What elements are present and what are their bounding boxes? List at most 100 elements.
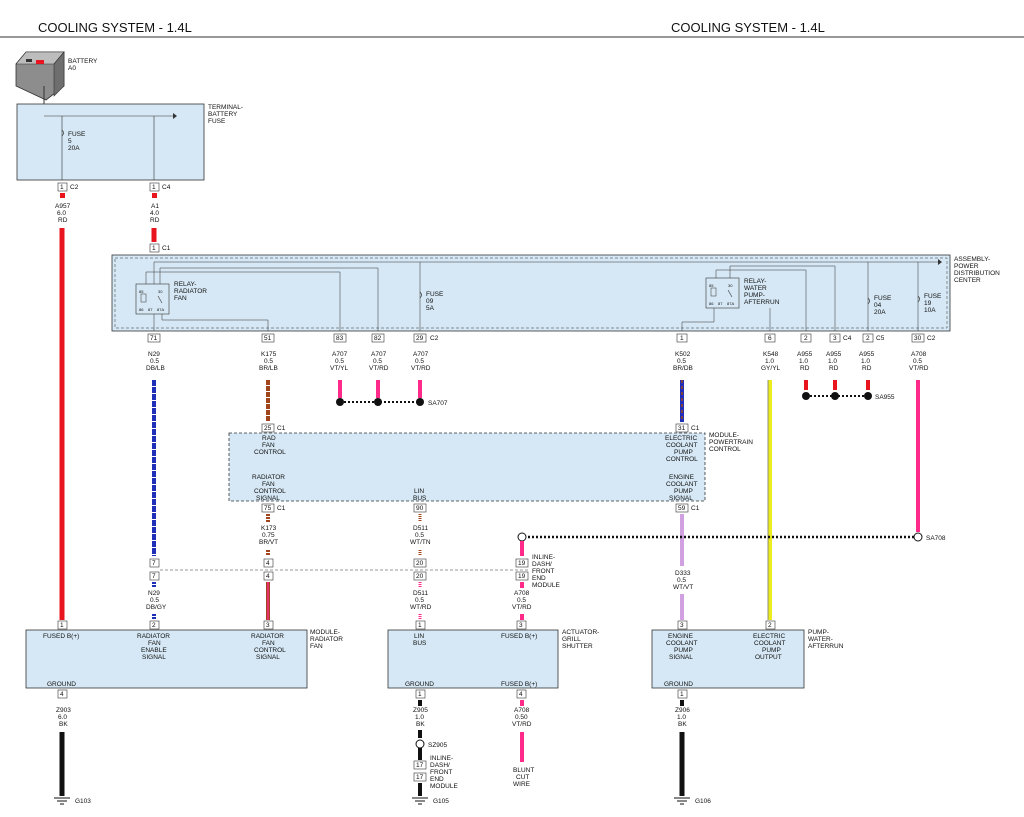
svg-text:83: 83 <box>336 335 344 342</box>
battery-icon <box>15 51 65 104</box>
pin-box <box>261 423 275 433</box>
page-title-right: COOLING SYSTEM - 1.4L <box>671 20 825 35</box>
pdc-box <box>111 254 951 332</box>
svg-text:1: 1 <box>418 622 422 629</box>
svg-text:C5: C5 <box>876 335 885 342</box>
fuse-5-symbol <box>61 129 64 137</box>
connector-label: C4 <box>162 184 171 191</box>
svg-text:86: 86 <box>139 307 144 312</box>
relay-radiator-fan-symbol <box>135 283 170 315</box>
svg-text:29: 29 <box>416 335 424 342</box>
pump-ground-label: GROUND <box>664 681 693 688</box>
ground-symbol-icon <box>54 797 70 805</box>
ground-g106-label: G106 <box>695 798 711 805</box>
svg-text:86: 86 <box>709 301 714 306</box>
water-pump-box <box>651 629 805 689</box>
splice-sz905-label: SZ905 <box>428 742 448 749</box>
svg-text:7: 7 <box>152 573 156 580</box>
fuse-04-symbol <box>867 297 870 305</box>
splice-circle <box>517 532 527 542</box>
splice-circle <box>913 532 923 542</box>
pump-label: PUMP-WATER-AFTERRUN <box>808 629 844 650</box>
pin-box <box>149 243 160 253</box>
splice-dot <box>374 398 382 406</box>
svg-text:C2: C2 <box>430 335 439 342</box>
splice-dot <box>336 398 344 406</box>
svg-text:30: 30 <box>728 283 733 288</box>
pin-label: 59 <box>678 505 686 512</box>
inline-pins: 7 7 4 4 20 20 19 19 <box>149 558 529 581</box>
pin-label: 1 <box>152 184 156 191</box>
pdc-pins: 71 51 83 82 29 C2 1 6 2 3 C4 2 C5 30 C2 <box>147 333 936 343</box>
shutter-ground-label: GROUND <box>405 681 434 688</box>
splice-dot <box>831 392 839 400</box>
svg-text:1: 1 <box>680 335 684 342</box>
svg-text:87A: 87A <box>157 307 164 312</box>
svg-text:7: 7 <box>152 560 156 567</box>
fan-fused-label: FUSED B(+) <box>43 633 79 640</box>
svg-text:C4: C4 <box>843 335 852 342</box>
svg-text:1: 1 <box>60 622 64 629</box>
connector-label: C1 <box>691 425 700 432</box>
svg-text:4: 4 <box>519 691 523 698</box>
svg-text:17: 17 <box>416 774 424 781</box>
splice-dot <box>416 398 424 406</box>
svg-text:20: 20 <box>416 560 424 567</box>
connector-label: C2 <box>70 184 79 191</box>
svg-text:3: 3 <box>519 622 523 629</box>
svg-text:82: 82 <box>374 335 382 342</box>
pin-label: 25 <box>264 425 272 432</box>
ground-symbol-icon <box>674 797 690 805</box>
svg-text:3: 3 <box>266 622 270 629</box>
pin-label: 75 <box>264 505 272 512</box>
svg-text:4: 4 <box>266 573 270 580</box>
relay-water-pump-symbol <box>705 277 740 309</box>
pcm-box <box>228 432 706 502</box>
radiator-fan-module-box <box>25 629 308 689</box>
pump-pins: 3 2 1 <box>677 620 776 699</box>
connector-label: C1 <box>162 245 171 252</box>
ground-g103-label: G103 <box>75 798 91 805</box>
svg-text:30: 30 <box>158 289 163 294</box>
fan-module-pins: 1 2 3 4 <box>57 620 274 699</box>
splice-dot <box>864 392 872 400</box>
svg-text:17: 17 <box>416 762 424 769</box>
terminal-fuse-box <box>16 103 205 181</box>
svg-text:1: 1 <box>418 691 422 698</box>
pin-label: 90 <box>416 505 424 512</box>
svg-text:87: 87 <box>718 301 723 306</box>
svg-text:71: 71 <box>150 335 158 342</box>
ground-g105-label: G105 <box>433 798 449 805</box>
splice-sa955-label: SA955 <box>875 394 895 401</box>
pin-box <box>413 503 427 513</box>
svg-text:1: 1 <box>680 691 684 698</box>
svg-text:2: 2 <box>804 335 808 342</box>
